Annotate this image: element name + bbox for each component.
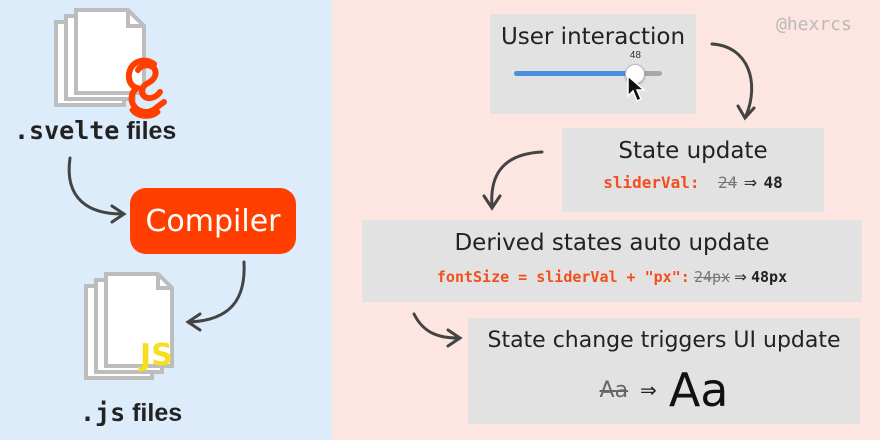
derived-old-value: 24px [693,268,731,286]
user-interaction-title: User interaction [500,24,686,50]
js-files-word: files [132,399,183,427]
derived-expr-row: fontSize = sliderVal + "px": 24px ⇒ 48px [362,268,862,286]
slider-fill [514,71,636,76]
derived-arrow: ⇒ [734,269,747,286]
ui-new-text: Aa [668,363,729,417]
ui-update-title: State change triggers UI update [487,328,841,353]
js-ext: .js [80,398,126,427]
flow-arrows-left [67,156,246,332]
ui-update-demo: Aa ⇒ Aa [468,362,860,418]
mouse-cursor-icon [627,74,646,103]
watermark: @hexrcs [776,14,852,35]
compiler-label: Compiler [145,203,281,239]
compiler-button: Compiler [130,188,296,254]
ui-arrow: ⇒ [640,379,657,402]
js-badge-icon: JS [140,338,173,373]
js-files-label: .js files [80,398,182,428]
svelte-ext: .svelte [14,116,120,145]
state-new-value: 48 [763,173,783,192]
state-old-value: 24 [717,173,738,192]
user-interaction-box: User interaction 48 [490,14,696,114]
svelte-files-label: .svelte files [14,116,176,146]
state-arrow: ⇒ [743,175,758,192]
left-graphics [54,8,246,380]
ui-old-text: Aa [599,377,629,403]
derived-title: Derived states auto update [454,230,770,256]
svelte-logo-icon [125,57,167,119]
svelte-files-word: files [126,117,177,145]
slider-value-label: 48 [629,50,641,61]
derived-new-value: 48px [750,268,788,286]
state-update-box: State update sliderVal: 24 ⇒ 48 [562,128,824,212]
ui-update-box: State change triggers UI update Aa ⇒ Aa [468,318,860,424]
state-update-title: State update [618,138,768,164]
state-var-expr: sliderVal: [603,173,700,192]
derived-expr: fontSize = sliderVal + "px": [436,268,690,286]
document-stack-icon [84,272,174,380]
state-update-expr: sliderVal: 24 ⇒ 48 [562,173,824,193]
derived-box: Derived states auto update fontSize = sl… [362,220,862,302]
